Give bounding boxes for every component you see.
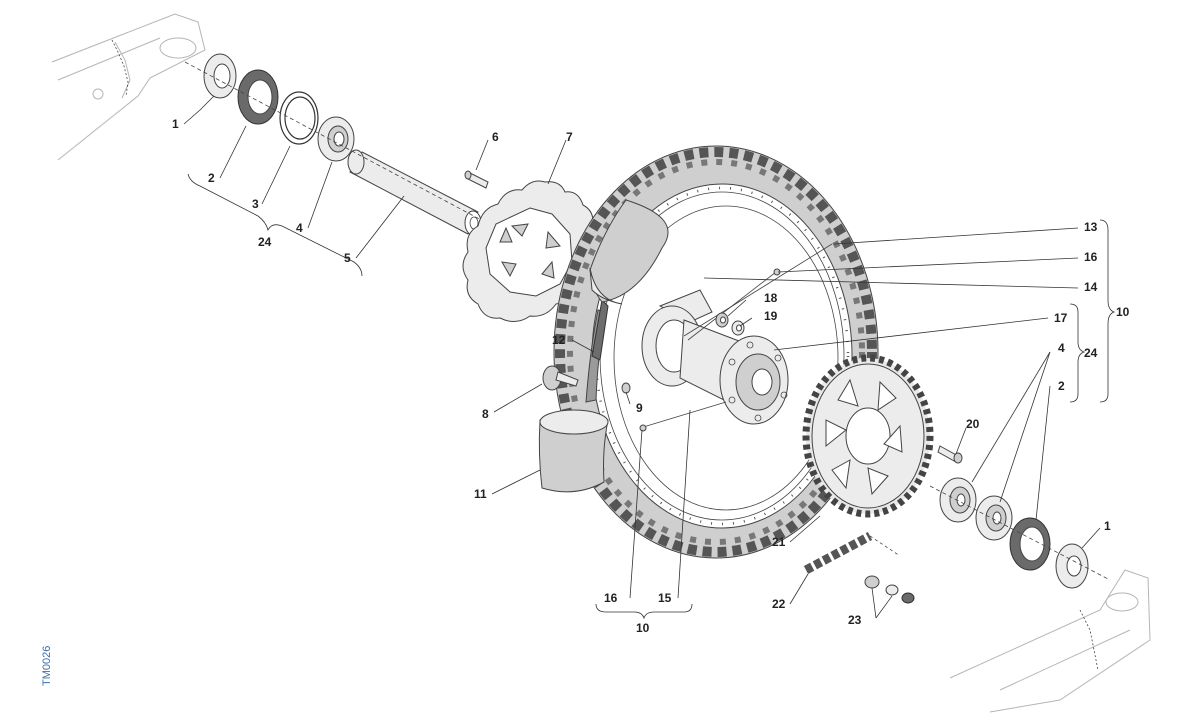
brake-disc-screw (464, 170, 489, 189)
spacer-left (203, 53, 237, 99)
callout-4-right: 4 (1058, 341, 1065, 355)
oil-seal-left (237, 69, 279, 125)
chain (803, 532, 901, 574)
callout-24-left: 24 (258, 235, 272, 249)
sprocket (802, 354, 934, 518)
callout-20: 20 (966, 417, 980, 431)
callout-14: 14 (1084, 280, 1098, 294)
inner-tube (538, 199, 669, 493)
callout-1-right: 1 (1104, 519, 1111, 533)
sprocket-bolt (937, 445, 963, 464)
callout-3: 3 (252, 197, 259, 211)
callout-12: 12 (552, 333, 566, 347)
callout-11: 11 (474, 487, 487, 501)
bracket-10-right (1099, 219, 1116, 403)
callout-8: 8 (482, 407, 489, 421)
axle-spacer-tube (347, 149, 482, 236)
circlip (279, 91, 319, 145)
valve-cap-8 (542, 365, 579, 391)
callout-1-left: 1 (172, 117, 179, 131)
leader-lines (183, 95, 1101, 619)
callout-13: 13 (1084, 220, 1098, 234)
callout-labels: 1 2 3 4 24 5 6 7 12 8 9 11 13 16 14 10 1… (172, 117, 1130, 635)
callout-10-bottom: 10 (636, 621, 650, 635)
callout-18: 18 (764, 291, 778, 305)
oil-seal-right (1009, 517, 1051, 571)
callout-16-right: 16 (1084, 250, 1098, 264)
hub (641, 289, 789, 425)
callout-23: 23 (848, 613, 862, 627)
callout-7: 7 (566, 130, 573, 144)
nut-18 (715, 312, 729, 328)
valve-nut-9 (621, 382, 631, 394)
rim-tape (585, 298, 609, 403)
bracket-10-bottom (595, 603, 693, 620)
callout-19: 19 (764, 309, 778, 323)
bracket-24-right (1069, 303, 1086, 403)
swingarm-left (51, 13, 206, 161)
callout-24-right: 24 (1084, 346, 1098, 360)
callout-6: 6 (492, 130, 499, 144)
chain-joint (864, 575, 915, 604)
bracket-24-left (187, 173, 363, 277)
spokes (639, 243, 833, 432)
callout-22: 22 (772, 597, 786, 611)
callout-15: 15 (658, 591, 672, 605)
bearing-right-2 (975, 495, 1013, 541)
callout-2-right: 2 (1058, 379, 1065, 393)
spacer-right (1055, 543, 1089, 589)
callout-17: 17 (1054, 311, 1068, 325)
bearing-left (317, 116, 355, 162)
callout-10-right: 10 (1116, 305, 1130, 319)
callout-4-left: 4 (296, 221, 303, 235)
callout-2-left: 2 (208, 171, 215, 185)
washer-19 (731, 320, 745, 336)
callout-5: 5 (344, 251, 351, 265)
bearing-right-1 (939, 477, 977, 523)
callout-9: 9 (636, 401, 643, 415)
swingarm-right (949, 569, 1151, 713)
callout-21: 21 (772, 535, 786, 549)
callout-16-bottom: 16 (604, 591, 618, 605)
drawing-code: TM0026 (41, 646, 53, 686)
